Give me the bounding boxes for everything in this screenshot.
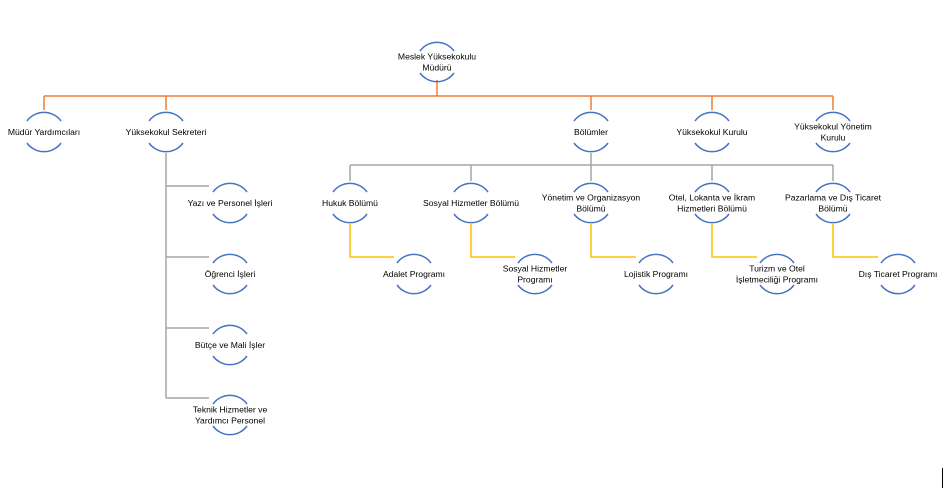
- node-bolumler: Bölümler: [574, 126, 608, 137]
- node-yuksekokul-kurulu: Yüksekokul Kurulu: [676, 126, 748, 137]
- node-arc-top: [759, 253, 795, 264]
- node-arc-bottom: [26, 142, 62, 153]
- node-arc-bottom: [638, 284, 674, 295]
- connector-program-link: [349, 224, 394, 258]
- node-arc-bottom: [694, 213, 730, 224]
- node-turizm-otel: Turizm ve Otel İşletmeciliği Programı: [735, 263, 819, 285]
- node-arc-top: [212, 182, 248, 193]
- node-arc-bottom: [396, 284, 432, 295]
- node-hukuk: Hukuk Bölümü: [322, 197, 378, 208]
- node-arc-top: [332, 182, 368, 193]
- connector-program-link: [711, 224, 757, 258]
- node-arc-bottom: [517, 284, 553, 295]
- node-otel-lokanta: Otel, Lokanta ve İkram Hizmetleri Bölümü: [668, 192, 756, 214]
- connector-program-link: [590, 224, 636, 258]
- node-arc-top: [573, 182, 609, 193]
- node-arc-bottom: [332, 213, 368, 224]
- node-sosyal-hizmetler: Sosyal Hizmetler Bölümü: [423, 197, 519, 208]
- node-arc-top: [694, 182, 730, 193]
- node-lojistik: Lojistik Programı: [624, 268, 688, 279]
- node-arc-bottom: [212, 355, 248, 366]
- node-mudur-yardimcilari: Müdür Yardımcıları: [7, 126, 81, 137]
- node-arc-bottom: [815, 213, 851, 224]
- node-sosyal-hizmetler-prog: Sosyal Hizmetler Programı: [502, 263, 568, 285]
- node-arc-bottom: [453, 213, 489, 224]
- node-arc-top: [212, 324, 248, 335]
- node-arc-top: [815, 182, 851, 193]
- page-edge-mark: [942, 468, 943, 488]
- node-arcs: [26, 41, 916, 436]
- node-arc-top: [212, 394, 248, 405]
- node-teknik-hizmetler: Teknik Hizmetler ve Yardımcı Personel: [192, 404, 268, 426]
- node-arc-bottom: [759, 284, 795, 295]
- node-arc-bottom: [573, 142, 609, 153]
- node-arc-top: [573, 111, 609, 122]
- node-arc-top: [694, 111, 730, 122]
- node-arc-bottom: [212, 284, 248, 295]
- node-arc-bottom: [212, 213, 248, 224]
- node-pazarlama: Pazarlama ve Dış Ticaret Bölümü: [785, 192, 881, 214]
- connector-program-link: [832, 224, 878, 258]
- node-yazi-personel: Yazı ve Personel İşleri: [187, 197, 273, 208]
- node-butce-mali: Bütçe ve Mali İşler: [194, 339, 266, 350]
- connector-lines: [43, 80, 878, 399]
- node-arc-bottom: [880, 284, 916, 295]
- node-yuksekokul-sekreteri: Yüksekokul Sekreteri: [125, 126, 207, 137]
- node-arc-top: [880, 253, 916, 264]
- node-arc-top: [517, 253, 553, 264]
- node-arc-bottom: [815, 142, 851, 153]
- node-arc-top: [453, 182, 489, 193]
- connector-program-link: [470, 224, 515, 258]
- node-arc-bottom: [573, 213, 609, 224]
- node-root: Meslek Yüksekokulu Müdürü: [397, 51, 477, 73]
- node-arc-bottom: [212, 425, 248, 436]
- node-arc-top: [638, 253, 674, 264]
- node-arc-top: [148, 111, 184, 122]
- node-adalet: Adalet Programı: [382, 268, 446, 279]
- node-arc-bottom: [419, 72, 455, 83]
- node-ogrenci-isleri: Öğrenci İşleri: [204, 268, 256, 279]
- node-arc-top: [815, 111, 851, 122]
- node-arc-bottom: [694, 142, 730, 153]
- node-arc-bottom: [148, 142, 184, 153]
- node-yonetim-organizasyon: Yönetim ve Organizasyon Bölümü: [541, 192, 641, 214]
- node-dis-ticaret: Dış Ticaret Programı: [858, 268, 938, 279]
- node-arc-top: [396, 253, 432, 264]
- node-arc-top: [419, 41, 455, 52]
- node-yonetim-kurulu: Yüksekokul Yönetim Kurulu: [794, 121, 872, 143]
- node-arc-top: [212, 253, 248, 264]
- node-arc-top: [26, 111, 62, 122]
